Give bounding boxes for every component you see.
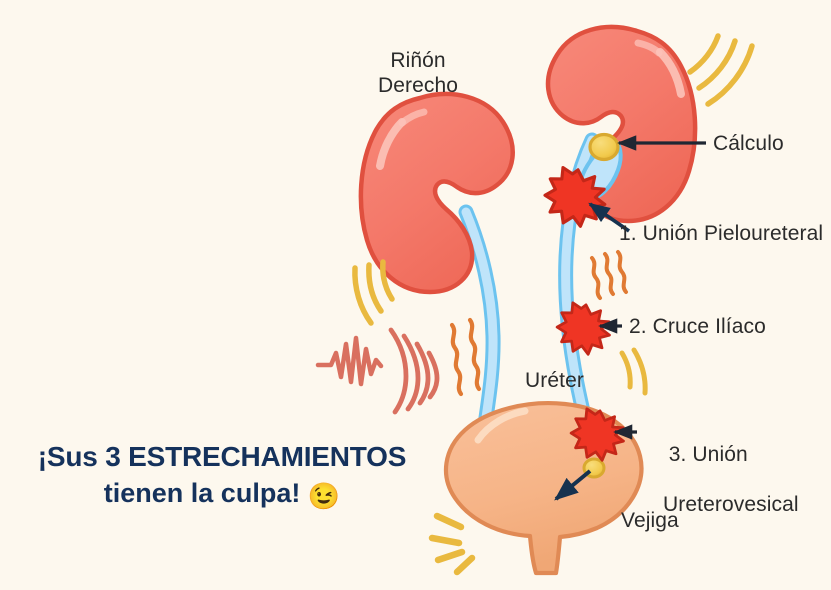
arrow-narrowing-1 (588, 202, 631, 233)
label-narrowing-3-line2: Ureterovesical (663, 493, 799, 516)
vibration-arcs-top-right (687, 33, 755, 107)
label-narrowing-3-ureterovesical-junction: 3. Unión Ureterovesical (645, 417, 799, 567)
pain-waveform (315, 335, 384, 387)
pain-star-1 (543, 165, 607, 228)
label-ureter: Uréter (525, 369, 584, 392)
label-calculo: Cálculo (713, 132, 784, 155)
headline-line-2: tienen la culpa! 😉 (22, 476, 422, 513)
headline-line-2-text: tienen la culpa! (103, 478, 301, 508)
label-narrowing-1-ureteropelvic-junction: 1. Unión Pieloureteral (619, 222, 824, 245)
winking-face-icon: 😉 (307, 481, 341, 511)
vibration-arcs-left-kidney (352, 259, 395, 326)
squiggles-left (449, 317, 482, 397)
arrow-stone-into-bladder (554, 469, 592, 501)
label-narrowing-2-iliac-crossing: 2. Cruce Ilíaco (629, 315, 766, 338)
label-kidney-right: Riñón Derecho (377, 49, 459, 97)
vibration-arcs-mid (619, 347, 648, 396)
label-bladder: Vejiga (621, 509, 679, 532)
headline: ¡Sus 3 ESTRECHAMIENTOS tienen la culpa! … (22, 440, 422, 513)
pain-arcs-salmon (388, 327, 440, 415)
squiggles-ureter (590, 250, 628, 300)
headline-line-1: ¡Sus 3 ESTRECHAMIENTOS (37, 441, 407, 472)
renal-pelvis-stone (588, 132, 620, 162)
label-narrowing-3-line1: 3. Unión (668, 443, 748, 466)
kidney-right (358, 91, 515, 295)
bladder-radiating-marks (428, 512, 476, 576)
